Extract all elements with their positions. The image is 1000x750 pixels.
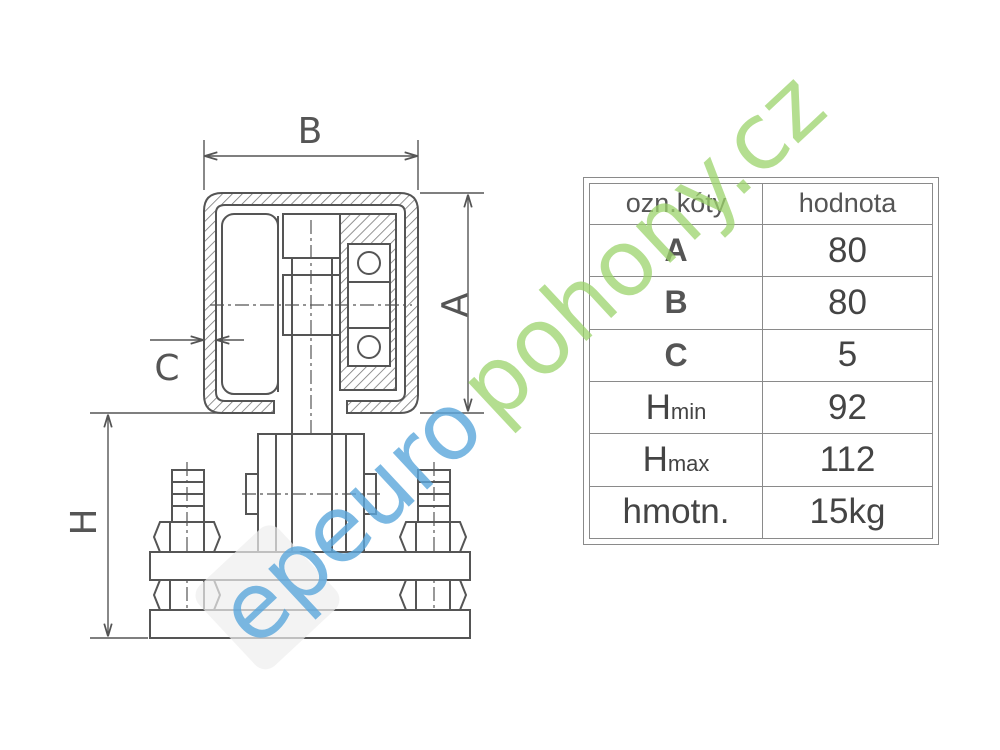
- row-label: Hmax: [589, 433, 763, 487]
- row-label: Hmin: [589, 380, 763, 435]
- table-row: Hmax 112: [589, 433, 933, 487]
- dimension-table: ozn.kóty hodnota A 80 B 80 C 5 Hmin 92 H…: [583, 177, 939, 545]
- table-row: Hmin 92: [589, 380, 933, 435]
- hanger-block: [242, 433, 380, 555]
- guide-wheel: [221, 213, 279, 395]
- table-header-row: ozn.kóty hodnota: [589, 183, 933, 225]
- row-value: 112: [762, 433, 933, 487]
- dim-label-b: B: [298, 111, 323, 152]
- row-label: B: [589, 276, 763, 330]
- dim-label-c: C: [154, 348, 179, 389]
- bolt-right: [398, 462, 468, 632]
- table-row: B 80: [589, 276, 933, 330]
- row-label: A: [589, 223, 763, 278]
- row-value: 92: [762, 380, 933, 435]
- bearing-assembly: [339, 213, 397, 391]
- dim-label-a: A: [435, 292, 476, 317]
- row-value: 80: [762, 276, 933, 330]
- dim-label-h: H: [64, 508, 105, 535]
- row-label: C: [589, 328, 763, 382]
- table-row: A 80: [589, 223, 933, 278]
- row-label-sub: min: [670, 398, 707, 424]
- header-dimension: ozn.kóty: [589, 183, 763, 225]
- table-row: C 5: [589, 328, 933, 382]
- dimension-lines: [90, 140, 484, 639]
- bolt-left: [152, 462, 222, 632]
- row-label: hmotn.: [589, 485, 763, 540]
- row-label-main: H: [642, 439, 668, 479]
- row-label-sub: max: [667, 450, 710, 476]
- row-label-main: H: [645, 387, 671, 427]
- row-value: 5: [762, 328, 933, 382]
- row-value: 15kg: [762, 485, 933, 540]
- table-row: hmotn. 15kg: [589, 485, 933, 540]
- row-value: 80: [762, 223, 933, 278]
- profile-rail: [203, 192, 419, 414]
- header-value: hodnota: [762, 183, 933, 225]
